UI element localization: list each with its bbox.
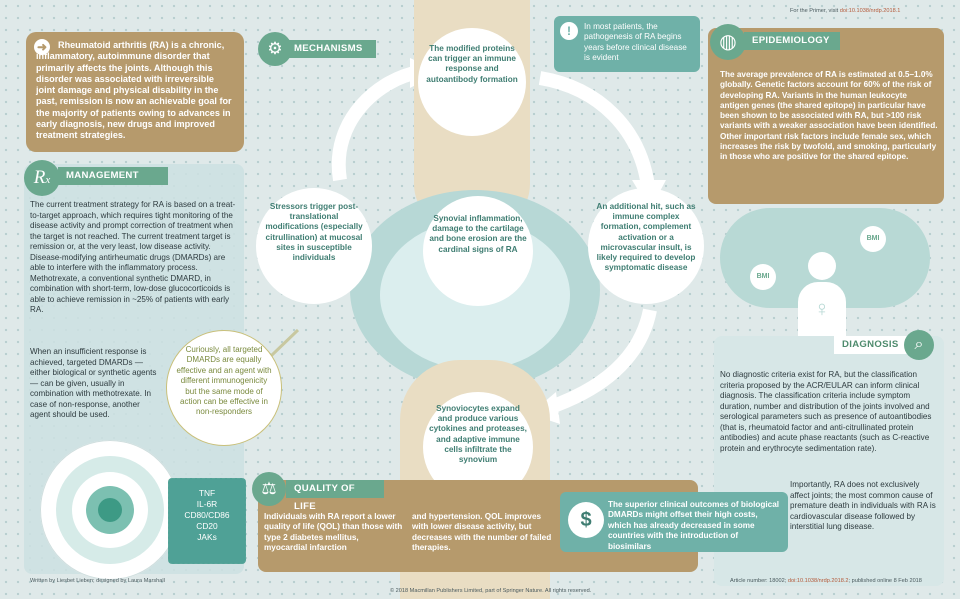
- management-label: MANAGEMENT: [58, 167, 168, 185]
- scale-icon: ⚖: [252, 472, 286, 506]
- drug-target: IL-6R: [196, 499, 218, 509]
- pathogenesis-note: ! In most patients, the pathogenesis of …: [554, 16, 700, 72]
- arrow-right-icon: ➜: [34, 39, 50, 55]
- drug-target: CD20: [196, 521, 218, 531]
- mechanisms-label: MECHANISMS: [286, 40, 376, 58]
- quality-of-life-label: QUALITY OF LIFE: [286, 480, 384, 512]
- epidemiology-panel: [708, 28, 944, 204]
- magnifier-icon: ⌕: [904, 330, 934, 360]
- dollar-icon: $: [568, 502, 604, 538]
- diagnosis-text-2: Importantly, RA does not exclusively aff…: [790, 480, 936, 532]
- credits: Written by Liesbet Lieben; designed by L…: [30, 578, 165, 584]
- article-info: Article number: 18002; doi:10.1038/nrdp.…: [730, 578, 922, 584]
- mechanism-immune-response: The modified proteins can trigger an imm…: [418, 28, 526, 136]
- epidemiology-label: EPIDEMIOLOGY: [744, 32, 840, 50]
- bmi-badge: BMI: [750, 264, 776, 290]
- female-symbol-icon: ♀: [813, 296, 831, 321]
- intro-box: ➜ Rheumatoid arthritis (RA) is a chronic…: [26, 32, 244, 152]
- epidemiology-text: The average prevalence of RA is estimate…: [720, 70, 938, 162]
- prescription-icon: Rx: [24, 160, 60, 196]
- quote-circle: Curiously, all targeted DMARDs are equal…: [166, 330, 282, 446]
- mechanism-stressors: Stressors trigger post-translational mod…: [256, 188, 372, 304]
- primer-link[interactable]: For the Primer, visit doi:10.1038/nrdp.2…: [790, 8, 901, 14]
- pathogenesis-note-text: In most patients, the pathogenesis of RA…: [584, 22, 687, 63]
- intro-text: Rheumatoid arthritis (RA) is a chronic, …: [36, 40, 232, 141]
- target-icon: [40, 440, 180, 580]
- diagnosis-label: DIAGNOSIS: [834, 336, 916, 354]
- quality-of-life-text-2: and hypertension. QOL improves with lowe…: [412, 512, 552, 553]
- drug-targets-box: TNF IL-6R CD80/CD86 CD20 JAKs: [168, 478, 246, 564]
- globe-icon: ◍: [710, 24, 746, 60]
- drug-target: JAKs: [197, 532, 217, 542]
- exclamation-icon: !: [560, 22, 578, 40]
- mechanism-additional-hit: An additional hit, such as immune comple…: [588, 188, 704, 304]
- drug-target: TNF: [198, 488, 216, 498]
- diagnosis-text: No diagnostic criteria exist for RA, but…: [720, 370, 932, 453]
- drug-target: CD80/CD86: [184, 510, 230, 520]
- management-text-2: When an insufficient response is achieve…: [30, 347, 157, 420]
- article-doi-link[interactable]: doi:10.1038/nrdp.2018.2: [787, 578, 849, 584]
- management-text: The current treatment strategy for RA is…: [30, 200, 236, 315]
- quality-of-life-text: Individuals with RA report a lower quali…: [264, 512, 403, 553]
- cost-note: The superior clinical outcomes of biolog…: [560, 492, 788, 552]
- mechanism-cardinal-signs: Synovial inflammation, damage to the car…: [423, 196, 533, 306]
- copyright: © 2018 Macmillan Publishers Limited, par…: [390, 588, 592, 594]
- bmi-badge: BMI: [860, 226, 886, 252]
- female-person-icon: ♀: [792, 252, 852, 342]
